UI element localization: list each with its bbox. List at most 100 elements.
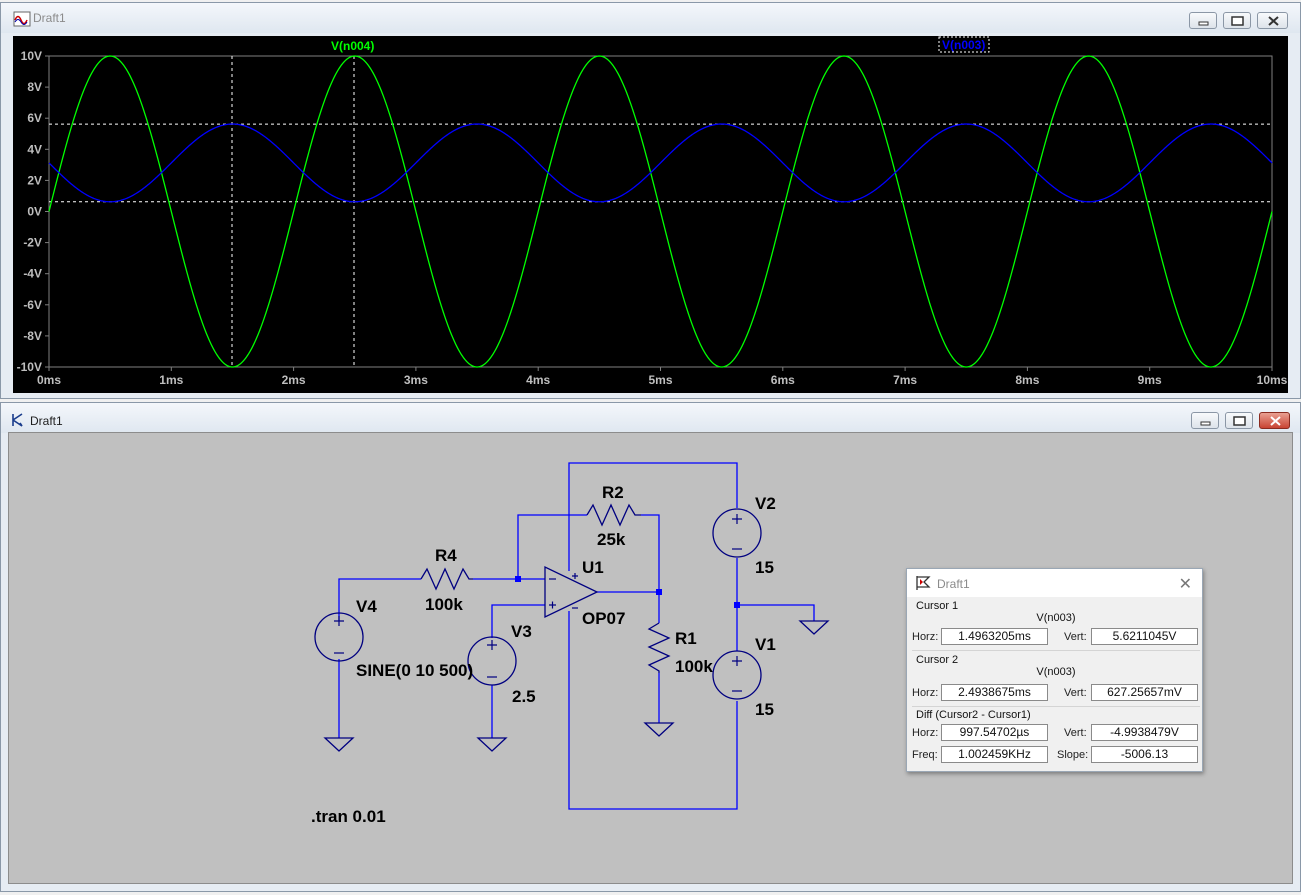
label-v2-value: 15 bbox=[755, 558, 774, 577]
wire-vpos-rail[interactable] bbox=[568, 462, 738, 571]
x-tick-label: 3ms bbox=[404, 373, 428, 387]
diff-vert-field[interactable]: -4.9938479V bbox=[1091, 724, 1198, 741]
node-dot bbox=[656, 589, 662, 595]
plus-icon bbox=[487, 640, 497, 650]
wire-feedback-right[interactable] bbox=[641, 514, 660, 592]
label-v4-name: V4 bbox=[356, 597, 377, 616]
cursor2-horz-label: Horz: bbox=[912, 687, 939, 699]
waveform-close-button[interactable] bbox=[1257, 12, 1288, 29]
label-v3-name: V3 bbox=[511, 622, 532, 641]
schematic-minimize-button[interactable] bbox=[1191, 412, 1219, 429]
plus-icon bbox=[549, 601, 556, 609]
label-r4-name: R4 bbox=[435, 546, 457, 565]
diff-slope-field[interactable]: -5006.13 bbox=[1091, 746, 1198, 763]
opamp-u1[interactable] bbox=[544, 565, 599, 619]
cursor2-vert-field[interactable]: 627.25657mV bbox=[1091, 684, 1198, 701]
close-icon bbox=[1270, 416, 1281, 426]
trace-v-n004[interactable] bbox=[48, 55, 1273, 368]
cursor-icon bbox=[916, 576, 931, 590]
trace-label-v-n004[interactable]: V(n004) bbox=[331, 39, 374, 53]
schematic-drawing[interactable]: R2 25k R4 100k U1 OP07 R1 100k V2 15 V1 … bbox=[9, 433, 1292, 883]
y-tick-label: 8V bbox=[27, 80, 42, 94]
schematic-titlebar[interactable]: Draft1 bbox=[1, 403, 1300, 433]
cursor2-vert-label: Vert: bbox=[1064, 687, 1087, 699]
cursor-readout-dialog: Draft1 ✕ Cursor 1 V(n003) Horz: 1.496320… bbox=[906, 568, 1203, 772]
diff-freq-field[interactable]: 1.002459KHz bbox=[941, 746, 1048, 763]
cursor1-horz-field[interactable]: 1.4963205ms bbox=[941, 628, 1048, 645]
cursor1-vert-field[interactable]: 5.6211045V bbox=[1091, 628, 1198, 645]
label-v1-value: 15 bbox=[755, 700, 774, 719]
plus-icon bbox=[732, 656, 742, 666]
voltage-source-v3[interactable] bbox=[467, 636, 517, 686]
label-v1-name: V1 bbox=[755, 635, 776, 654]
y-tick-label: -10V bbox=[17, 360, 42, 374]
x-tick-label: 5ms bbox=[648, 373, 672, 387]
wire-noninv-v3[interactable] bbox=[491, 604, 545, 638]
waveform-window-title: Draft1 bbox=[33, 11, 66, 25]
ground-symbol bbox=[798, 620, 830, 635]
y-tick-label: 4V bbox=[27, 142, 42, 156]
cursor1-signal: V(n003) bbox=[1036, 612, 1076, 624]
x-tick-label: 2ms bbox=[282, 373, 306, 387]
cursor1-vert-label: Vert: bbox=[1064, 631, 1087, 643]
trace-v-n003[interactable] bbox=[48, 123, 1273, 203]
close-icon[interactable]: ✕ bbox=[1178, 576, 1192, 593]
y-tick-label: -6V bbox=[23, 298, 42, 312]
x-tick-label: 9ms bbox=[1138, 373, 1162, 387]
x-tick-label: 0ms bbox=[37, 373, 61, 387]
wire-feedback-left[interactable] bbox=[517, 514, 587, 579]
y-tick-label: -4V bbox=[23, 267, 42, 281]
node-dot bbox=[734, 602, 740, 608]
minimize-icon bbox=[1198, 21, 1209, 26]
waveform-titlebar[interactable]: Draft1 bbox=[1, 3, 1300, 33]
y-tick-label: 0V bbox=[27, 205, 42, 219]
diff-freq-label: Freq: bbox=[912, 749, 938, 761]
schematic-app-icon bbox=[12, 413, 23, 427]
label-v3-value: 2.5 bbox=[512, 687, 536, 706]
label-r1-value: 100k bbox=[675, 657, 713, 676]
schematic-maximize-button[interactable] bbox=[1225, 412, 1253, 429]
wire-vneg-rail[interactable] bbox=[568, 611, 738, 810]
ground-symbol bbox=[476, 737, 508, 752]
restore-icon bbox=[1233, 416, 1246, 426]
label-r2-value: 25k bbox=[597, 530, 626, 549]
waveform-maximize-button[interactable] bbox=[1223, 12, 1251, 29]
dialog-title: Draft1 bbox=[937, 577, 970, 591]
voltage-source-v1[interactable] bbox=[712, 650, 762, 700]
x-tick-label: 10ms bbox=[1257, 373, 1288, 387]
trace-label-v-n003[interactable]: V(n003) bbox=[942, 38, 985, 52]
y-tick-label: -2V bbox=[23, 236, 42, 250]
node-dot bbox=[515, 576, 521, 582]
x-tick-label: 6ms bbox=[771, 373, 795, 387]
voltage-source-v2[interactable] bbox=[712, 508, 762, 558]
diff-label: Diff (Cursor2 - Cursor1) bbox=[916, 709, 1031, 721]
close-icon bbox=[1268, 16, 1279, 26]
diff-vert-label: Vert: bbox=[1064, 727, 1087, 739]
spice-directive[interactable]: .tran 0.01 bbox=[311, 807, 386, 826]
wire-mid-gnd[interactable] bbox=[737, 604, 815, 621]
schematic-close-button[interactable] bbox=[1259, 412, 1290, 429]
dialog-titlebar[interactable]: Draft1 ✕ bbox=[907, 569, 1202, 597]
y-tick-label: 2V bbox=[27, 173, 42, 187]
plus-icon bbox=[732, 514, 742, 524]
x-tick-label: 4ms bbox=[526, 373, 550, 387]
label-r1-name: R1 bbox=[675, 629, 697, 648]
cursor1-label: Cursor 1 bbox=[916, 600, 959, 612]
waveform-minimize-button[interactable] bbox=[1189, 12, 1217, 29]
label-u1-model: OP07 bbox=[582, 609, 625, 628]
trace-label-v-n003-box bbox=[938, 36, 990, 53]
diff-slope-label: Slope: bbox=[1057, 749, 1089, 761]
voltage-source-v4[interactable] bbox=[314, 612, 364, 662]
resistor-r4[interactable] bbox=[420, 567, 473, 591]
restore-icon bbox=[1231, 16, 1244, 26]
resistor-r1[interactable] bbox=[647, 622, 671, 673]
y-tick-label: 10V bbox=[21, 49, 42, 63]
cursor2-horz-field[interactable]: 2.4938675ms bbox=[941, 684, 1048, 701]
resistor-r2[interactable] bbox=[586, 503, 641, 527]
diff-horz-label: Horz: bbox=[912, 727, 939, 739]
diff-horz-field[interactable]: 997.54702µs bbox=[941, 724, 1048, 741]
wire-v4-r4[interactable] bbox=[338, 578, 421, 621]
